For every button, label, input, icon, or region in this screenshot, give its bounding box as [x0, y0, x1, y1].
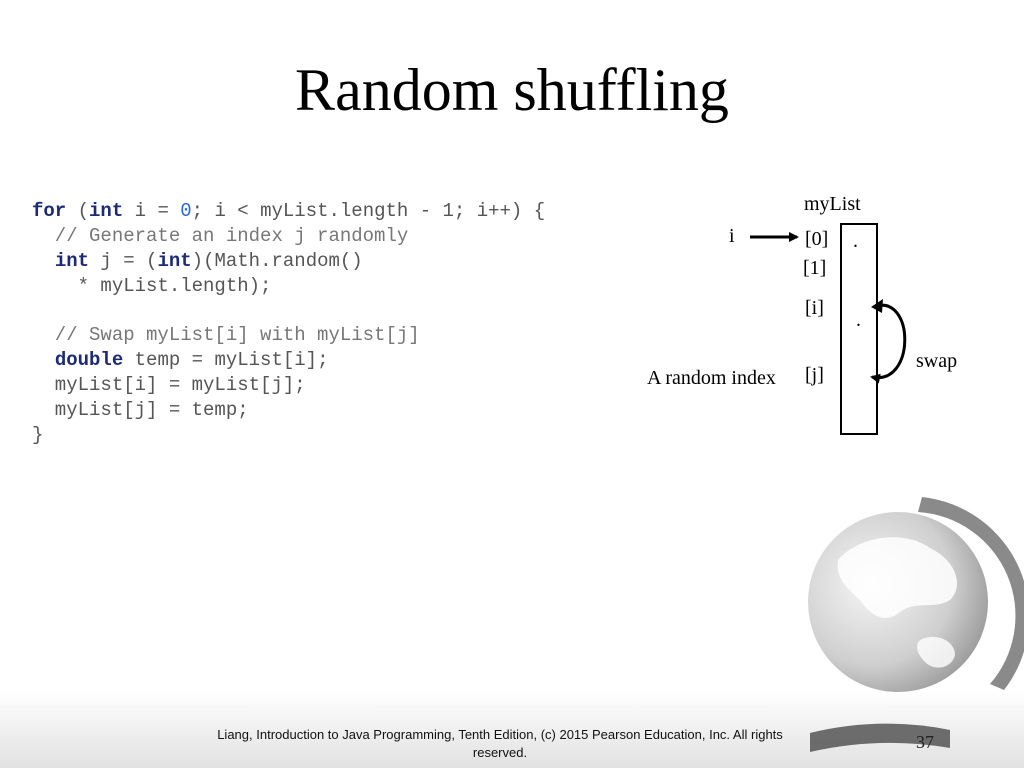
index-label-i: [i]: [805, 297, 824, 319]
globe-logo-icon: [808, 497, 1024, 752]
code-text: )(Math.random(): [191, 249, 363, 272]
code-keyword: int: [54, 249, 90, 272]
code-indent: [32, 250, 55, 272]
pointer-label: i: [729, 225, 735, 247]
page-number: 37: [916, 732, 934, 752]
random-index-label: A random index: [647, 367, 776, 389]
index-label-0: [0]: [805, 228, 829, 250]
code-indent: [32, 349, 55, 371]
code-line: myList[j] = temp;: [32, 399, 249, 422]
code-comment: // Generate an index j randomly: [32, 224, 409, 247]
code-keyword: int: [157, 249, 192, 272]
code-blank-line: [32, 299, 545, 324]
code-comment: // Swap myList[i] with myList[j]: [32, 324, 420, 347]
code-keyword: for: [32, 200, 67, 222]
array-dot: .: [853, 230, 858, 252]
swap-arrow: [870, 303, 907, 384]
footer-copyright: Liang, Introduction to Java Programming,…: [217, 727, 783, 760]
code-text: ; i < myList.length - 1; i++) {: [191, 200, 546, 222]
array-name-label: myList: [804, 193, 861, 215]
slide-title: Random shuffling: [295, 57, 729, 123]
code-line: double temp = myList[i];: [32, 348, 545, 373]
swap-arrow-head-top: [871, 299, 883, 313]
array-dot: .: [856, 309, 861, 331]
code-line: myList[i] = myList[j];: [32, 374, 306, 397]
code-line: int j = (int)(Math.random(): [32, 249, 545, 274]
code-line: for (int i = 0; i < myList.length - 1; i…: [32, 199, 545, 224]
swap-label: swap: [916, 350, 958, 372]
code-text: j = (: [89, 249, 158, 272]
code-text: temp = myList[i];: [123, 349, 329, 372]
index-label-j: [j]: [805, 364, 824, 386]
code-keyword: double: [54, 349, 124, 372]
code-line: * myList.length);: [32, 274, 272, 297]
code-text: i =: [123, 200, 181, 222]
index-label-1: [1]: [803, 257, 827, 279]
code-line: }: [32, 424, 44, 447]
code-keyword: int: [89, 200, 124, 222]
code-block: for (int i = 0; i < myList.length - 1; i…: [32, 199, 545, 448]
code-number: 0: [180, 200, 192, 222]
code-text: (: [66, 200, 90, 222]
